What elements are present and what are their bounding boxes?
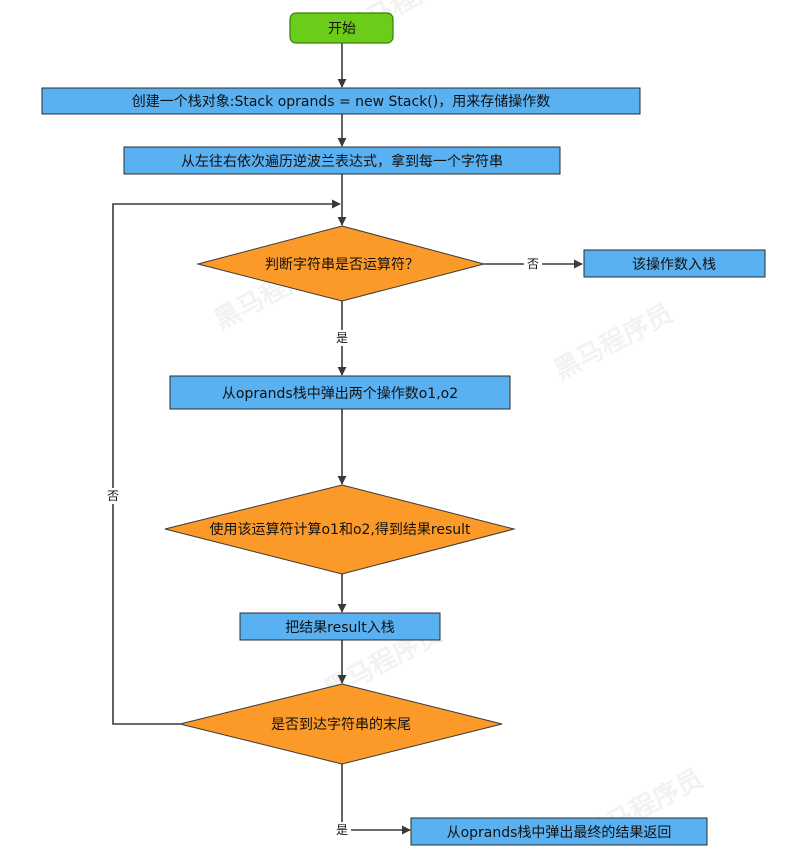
label-end-no: 否 bbox=[107, 489, 119, 503]
node-compute-text: 使用该运算符计算o1和o2,得到结果result bbox=[209, 521, 471, 538]
node-push-result-text: 把结果result入栈 bbox=[285, 620, 395, 636]
node-scan: 从左往右依次遍历逆波兰表达式，拿到每一个字符串 bbox=[123, 146, 561, 175]
node-push-result: 把结果result入栈 bbox=[239, 612, 441, 641]
decision-is-end-text: 是否到达字符串的末尾 bbox=[271, 717, 411, 733]
node-start-text: 开始 bbox=[328, 21, 356, 37]
node-pop-two: 从oprands栈中弹出两个操作数o1,o2 bbox=[169, 375, 511, 410]
node-create-stack-text: 创建一个栈对象:Stack oprands = new Stack()，用来存储… bbox=[132, 94, 550, 110]
node-scan-text: 从左往右依次遍历逆波兰表达式，拿到每一个字符串 bbox=[181, 153, 503, 170]
node-create-stack: 创建一个栈对象:Stack oprands = new Stack()，用来存储… bbox=[41, 87, 641, 115]
decision-is-operator-text: 判断字符串是否运算符？ bbox=[265, 257, 419, 273]
node-pop-two-text: 从oprands栈中弹出两个操作数o1,o2 bbox=[222, 386, 458, 402]
label-operator-yes: 是 bbox=[336, 331, 348, 345]
decision-is-operator: 判断字符串是否运算符？ bbox=[196, 225, 486, 302]
label-operator-no: 否 bbox=[527, 257, 539, 271]
edge-labels: 否 是 否 是 bbox=[104, 256, 542, 838]
watermark-2: 黑马程序员 bbox=[549, 298, 678, 386]
edge-is-end-pop-final bbox=[341, 764, 411, 835]
node-push-operand-text: 该操作数入栈 bbox=[632, 257, 716, 273]
node-pop-final-text: 从oprands栈中弹出最终的结果返回 bbox=[447, 825, 672, 841]
node-push-operand: 该操作数入栈 bbox=[583, 249, 766, 278]
node-start: 开始 bbox=[289, 12, 394, 44]
label-end-yes: 是 bbox=[336, 823, 348, 837]
decision-is-end: 是否到达字符串的末尾 bbox=[179, 683, 503, 765]
node-pop-final: 从oprands栈中弹出最终的结果返回 bbox=[410, 817, 708, 846]
edge-is-end-loop-back bbox=[112, 199, 341, 725]
node-compute: 使用该运算符计算o1和o2,得到结果result bbox=[164, 484, 516, 575]
